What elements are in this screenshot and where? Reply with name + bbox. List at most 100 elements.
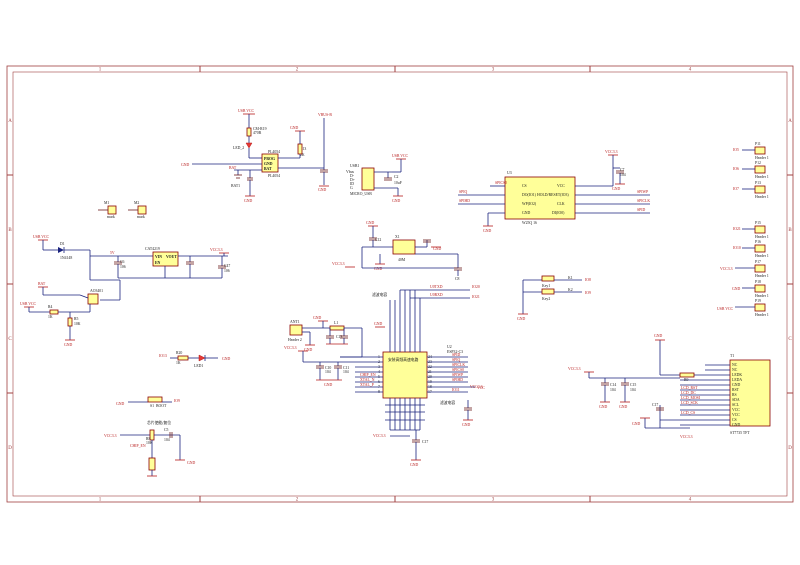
header-p18-name: Header 1 xyxy=(755,294,769,298)
charger-chip-name-bottom: PL4054 xyxy=(268,174,280,178)
regulator-cin-ref: C6 xyxy=(120,260,125,264)
boot-switch-label: BOOT xyxy=(156,404,167,408)
diode-d1-icon xyxy=(58,247,64,253)
esp32-net-io21: IO21 xyxy=(472,295,480,299)
header-p13-net: IO7 xyxy=(733,187,739,191)
tft-pin-11: VCC xyxy=(732,413,740,417)
tft-cap-c15-gnd: GND xyxy=(619,405,627,409)
header-p16-ref: P16 xyxy=(755,240,761,244)
flash-vcc: VCC3.3 xyxy=(605,150,618,154)
charger-gnd-top: GND xyxy=(290,126,298,130)
tft-pin-5: GND xyxy=(732,383,740,387)
tft-block: T1 ST7735 TFT NC NC LEDK LEDA GND RST RS… xyxy=(568,334,771,439)
battery-net: BAT xyxy=(229,166,237,170)
reset-switch[interactable] xyxy=(148,457,156,471)
header-p11-ref: P11 xyxy=(755,142,761,146)
flash-name: W25Q 16 xyxy=(522,221,537,225)
rf-inductor xyxy=(329,325,345,331)
mark-m1-label: mark xyxy=(107,215,115,219)
antenna-ref: ANT1 xyxy=(290,320,300,324)
tft-pin-12: CS xyxy=(732,418,737,422)
switch-resistor-r4-ref: R4 xyxy=(48,305,53,309)
tft-name: ST7735 TFT xyxy=(730,431,750,435)
mark-m1 xyxy=(107,205,117,215)
key2-net: IO9 xyxy=(585,291,591,295)
col-label-1: 1 xyxy=(99,68,102,73)
flash-cap-gnd: GND xyxy=(612,187,620,191)
reset-cap-ref: C5 xyxy=(164,428,169,432)
reset-cap-value: 104 xyxy=(164,438,170,442)
rf-gnd-right: GND xyxy=(374,322,382,326)
usb-pin-g: G xyxy=(350,186,353,190)
tft-cap-c14-ref: C14 xyxy=(610,383,616,387)
led-resistor-ref: R20 xyxy=(176,351,182,355)
led-resistor-value: 1K xyxy=(176,361,181,365)
flash-pin-clk: CLK xyxy=(557,202,565,206)
switch-gnd: GND xyxy=(64,343,72,347)
vcc-cap-c10-value: 104 xyxy=(325,370,331,374)
flash-cap-ref: C7 xyxy=(620,168,625,172)
key1-switch[interactable] xyxy=(541,275,555,282)
regulator-cout-ref: C47 xyxy=(224,264,230,268)
rf-cap-c13-ref: C13 xyxy=(336,335,342,339)
led-resistor xyxy=(177,355,189,361)
antenna-gnd-top: GND xyxy=(313,316,321,320)
tft-cap-c14-value: 104 xyxy=(610,388,616,392)
header-p18-ref: P18 xyxy=(755,280,761,284)
esp32-net-spics0: SPICS0 xyxy=(452,368,464,372)
key2-switch[interactable] xyxy=(541,288,555,295)
charger-usb-vcc: USB VCC xyxy=(238,109,255,113)
antenna-block: ANT1 Header 2 GND GND L1 C13 GND VCC3.3 xyxy=(284,316,385,387)
flash-gnd: GND xyxy=(483,229,491,233)
switch-resistor-r5-ref: R5 xyxy=(74,317,79,321)
pmos-transistor xyxy=(87,293,99,305)
header-p12-net: IO6 xyxy=(733,167,739,171)
tft-backlight-resistor xyxy=(679,372,695,378)
esp32-net-spid: SPID xyxy=(452,353,460,357)
tft-connector xyxy=(729,359,771,427)
esp32-ref: U2 xyxy=(447,345,452,349)
esp32-decouple-label: 滤波电容 xyxy=(440,400,455,405)
boot-switch[interactable] xyxy=(147,396,163,403)
flash-cap-value: 104 xyxy=(620,173,626,177)
charger-chip-pin-gnd: GND xyxy=(264,162,273,166)
switch-bat-net: BAT xyxy=(38,282,46,286)
tft-cap-c17-ref: C17 xyxy=(652,403,658,407)
charge-resistor xyxy=(246,127,252,137)
row-label-d: D xyxy=(8,446,12,451)
regulator-vout: VCC3.3 xyxy=(210,248,223,252)
switch-resistor-r4-value: 1K xyxy=(48,315,53,319)
flash-ref: U3 xyxy=(507,171,512,175)
header-p11: P11 IO5 Header 1 xyxy=(733,142,769,160)
keys-gnd: GND xyxy=(517,317,525,321)
charge-resistor-ref: CM-R19 xyxy=(253,127,267,131)
header-column: P11 IO5 Header 1 P12 IO6 Header 1 P13 IO… xyxy=(717,142,769,317)
crystal-c12-ref: C12 xyxy=(375,238,381,242)
tft-net-sck: LCD_SCK xyxy=(681,401,698,405)
esp32-net-xtal-n: XTAL_N xyxy=(360,378,375,382)
flash-chip xyxy=(504,176,576,220)
antenna-connector xyxy=(289,324,303,336)
tft-gnd-top: GND xyxy=(654,334,662,338)
power-switch-block: BAT AO3401 USB VCC R4 1K R5 10K GND xyxy=(20,279,121,347)
crystal-block: GND C12 X1 40M GND GND C8 VCC3.3 xyxy=(332,221,462,281)
header-p12: P12 IO6 Header 1 xyxy=(733,161,769,179)
usb-connector xyxy=(361,167,375,191)
esp32-gnd-bottom: GND xyxy=(410,463,418,467)
tft-cap-c15-ref: C15 xyxy=(630,383,636,387)
flash-pin-wp: WP(IO2) xyxy=(522,202,537,206)
crystal-gnd-top: GND xyxy=(366,221,374,225)
header-p19-ref: P19 xyxy=(755,299,761,303)
esp32-net-u0txd: U0TXD xyxy=(430,285,443,289)
tft-net-rst: LCD_RST xyxy=(681,386,698,390)
charger-chip xyxy=(261,153,279,173)
key1-label: Key1 xyxy=(542,284,550,288)
usb-cap-ref: C2 xyxy=(394,175,399,179)
esp32-block: U2 ESP32-C3 安装高频高速电路 1 2 3 4 5 6 7 8 24 … xyxy=(340,285,485,467)
key2-label: Key2 xyxy=(542,297,550,301)
esp32-net-spiq: SPIQ xyxy=(452,358,460,362)
mark-m2 xyxy=(137,205,147,215)
vcc-cap-c10-ref: C10 xyxy=(325,366,331,370)
tft-cap-c15-value: 104 xyxy=(630,388,636,392)
